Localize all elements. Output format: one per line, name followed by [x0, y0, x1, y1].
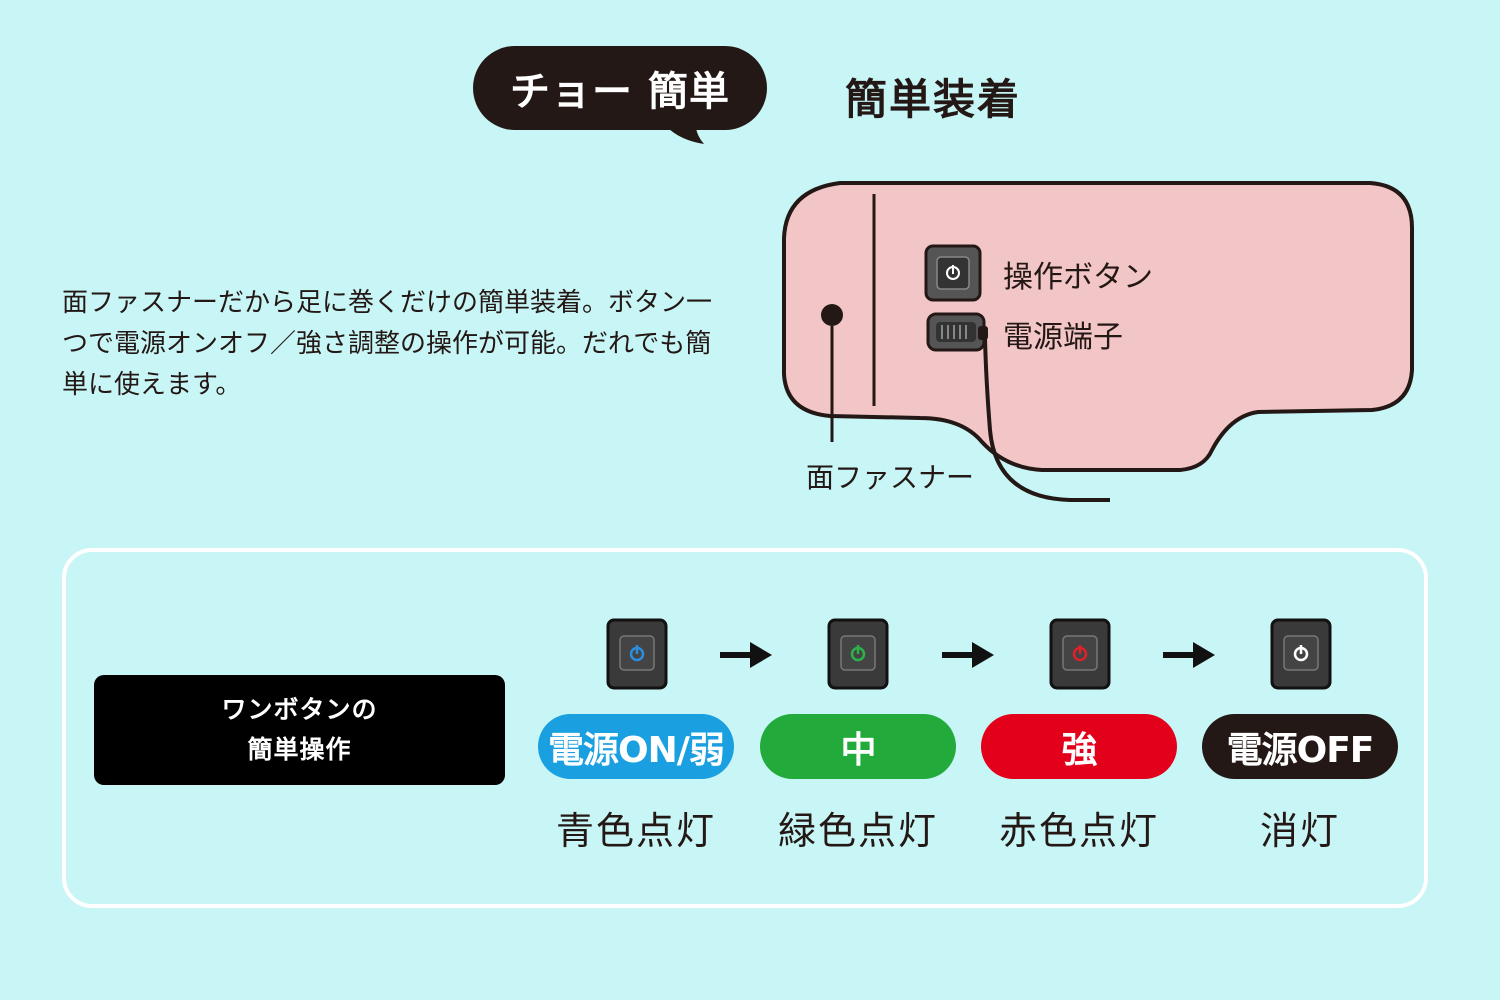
power-terminal-icon [926, 312, 988, 352]
power-button-icon-red [1049, 618, 1111, 690]
power-button-icon-green [827, 618, 889, 690]
arrow-right-icon [942, 642, 994, 668]
state-label-off: 消灯 [1259, 809, 1340, 853]
state-pill-power-on: 電源ON/弱 [538, 714, 734, 779]
bubble-text: チョー 簡単 [510, 69, 730, 115]
heat-pad-diagram [782, 181, 1414, 502]
description-text: 面ファスナーだから足に巻くだけの簡単装着。ボタン一つで電源オンオフ／強さ調整の操… [62, 288, 713, 400]
power-button-icon-blue [606, 618, 668, 690]
arrow-right-icon [1163, 642, 1215, 668]
operation-button-icon [924, 244, 982, 302]
state-pill-power-off: 電源OFF [1202, 714, 1398, 779]
arrow-right-icon [720, 642, 772, 668]
state-pill-text: 強 [1061, 729, 1097, 771]
power-cable [983, 337, 1110, 502]
operation-button-label: 操作ボタン [1003, 260, 1153, 295]
fastener-label: 面ファスナー [806, 461, 975, 494]
state-label-red: 赤色点灯 [998, 809, 1159, 853]
state-pill-text: 電源OFF [1226, 729, 1375, 771]
operation-title-box: ワンボタンの 簡単操作 [94, 675, 505, 785]
state-pill-medium: 中 [760, 714, 956, 779]
operation-title-line2: 簡単操作 [247, 735, 352, 764]
state-label-green: 緑色点灯 [777, 809, 938, 853]
section-heading: 簡単装着 [845, 75, 1022, 124]
fastener-dot [821, 304, 843, 326]
power-button-icon-off [1270, 618, 1332, 690]
operation-title-line1: ワンボタンの [221, 695, 378, 724]
state-pill-text: 中 [840, 729, 876, 771]
power-terminal-label: 電源端子 [1003, 320, 1123, 355]
bubble-tail [660, 110, 704, 144]
state-label-blue: 青色点灯 [555, 809, 716, 853]
header-bubble: チョー 簡単 [473, 46, 767, 130]
operation-panel [62, 548, 1428, 908]
state-pill-text: 電源ON/弱 [548, 729, 725, 771]
state-pill-strong: 強 [981, 714, 1177, 779]
